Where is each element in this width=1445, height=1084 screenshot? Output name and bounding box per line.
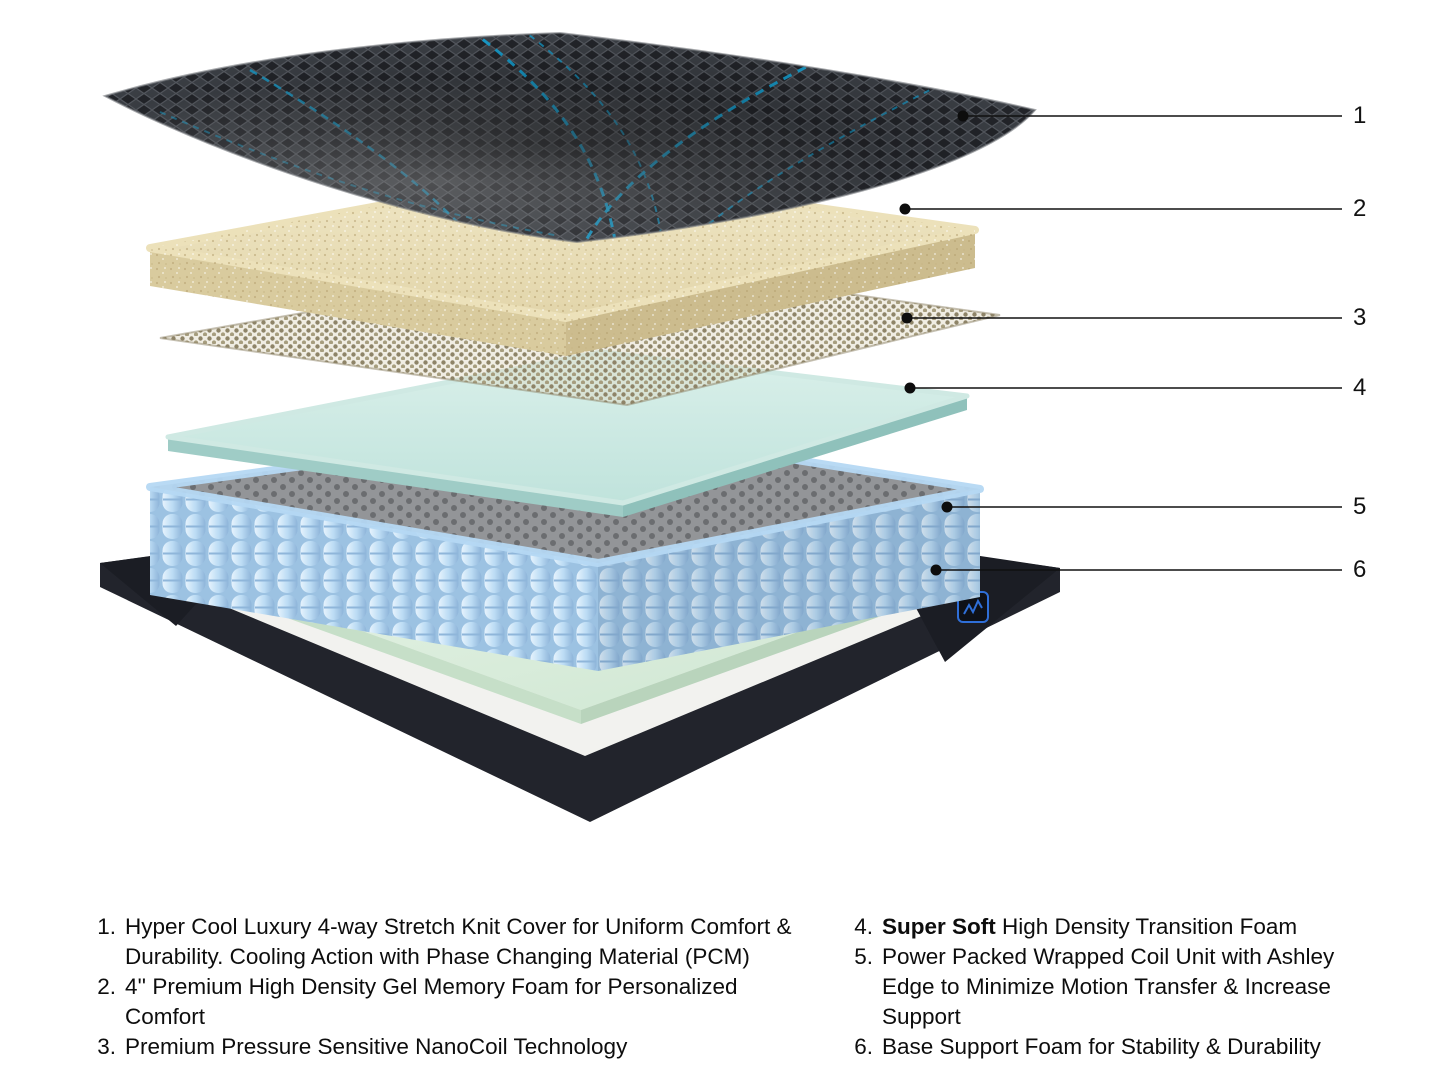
legend-item-5-number: 5. — [854, 944, 873, 969]
transition-edge-right — [623, 396, 967, 517]
legend-item-2-number: 2. — [97, 974, 116, 999]
callout-lines — [899, 110, 1342, 576]
legend-item-6-text: Base Support Foam for Stability & Durabi… — [882, 1034, 1321, 1059]
callout-number-1: 1 — [1353, 102, 1367, 129]
legend-item-1-number: 1. — [97, 914, 116, 939]
legend-item-5-text: Power Packed Wrapped Coil Unit with Ashl… — [882, 944, 1335, 1029]
legend-left-column: 1. Hyper Cool Luxury 4-way Stretch Knit … — [86, 912, 792, 1062]
callout-number-6: 6 — [1353, 556, 1367, 583]
legend-item-2-text: 4'' Premium High Density Gel Memory Foam… — [125, 974, 738, 1029]
legend-item-2: 2. 4'' Premium High Density Gel Memory F… — [86, 972, 792, 1032]
legend-item-1: 1. Hyper Cool Luxury 4-way Stretch Knit … — [86, 912, 792, 972]
callout-dots — [899, 110, 969, 576]
callout-number-5: 5 — [1353, 493, 1367, 520]
legend-item-6-number: 6. — [854, 1034, 873, 1059]
legend-item-3: 3. Premium Pressure Sensitive NanoCoil T… — [86, 1032, 792, 1062]
legend-item-3-number: 3. — [97, 1034, 116, 1059]
legend-item-4-rest: High Density Transition Foam — [995, 914, 1298, 939]
coil-face-right — [598, 489, 980, 671]
legend-item-3-text: Premium Pressure Sensitive NanoCoil Tech… — [125, 1034, 628, 1059]
legend-item-4-text: Super Soft High Density Transition Foam — [882, 912, 1366, 942]
memoryfoam-speckle — [150, 172, 975, 356]
legend-item-4-number: 4. — [854, 914, 873, 939]
legend-item-4: 4. Super Soft High Density Transition Fo… — [843, 912, 1366, 942]
coil-face-left — [150, 487, 598, 671]
layer-stretch-knit-cover — [104, 32, 1036, 243]
legend-item-5: 5. Power Packed Wrapped Coil Unit with A… — [843, 942, 1366, 1032]
legend-right-column: 4. Super Soft High Density Transition Fo… — [843, 912, 1366, 1062]
transition-edge-left — [168, 437, 623, 517]
legend-item-4-bold: Super Soft — [882, 914, 996, 939]
layer-transition-foam — [165, 349, 970, 517]
callout-number-4: 4 — [1353, 374, 1367, 401]
legend-item-1-text: Hyper Cool Luxury 4-way Stretch Knit Cov… — [125, 914, 792, 969]
callout-number-3: 3 — [1353, 304, 1367, 331]
legend-item-6: 6. Base Support Foam for Stability & Dur… — [843, 1032, 1366, 1062]
coil-face-right-shade — [598, 489, 980, 671]
callout-number-2: 2 — [1353, 195, 1367, 222]
